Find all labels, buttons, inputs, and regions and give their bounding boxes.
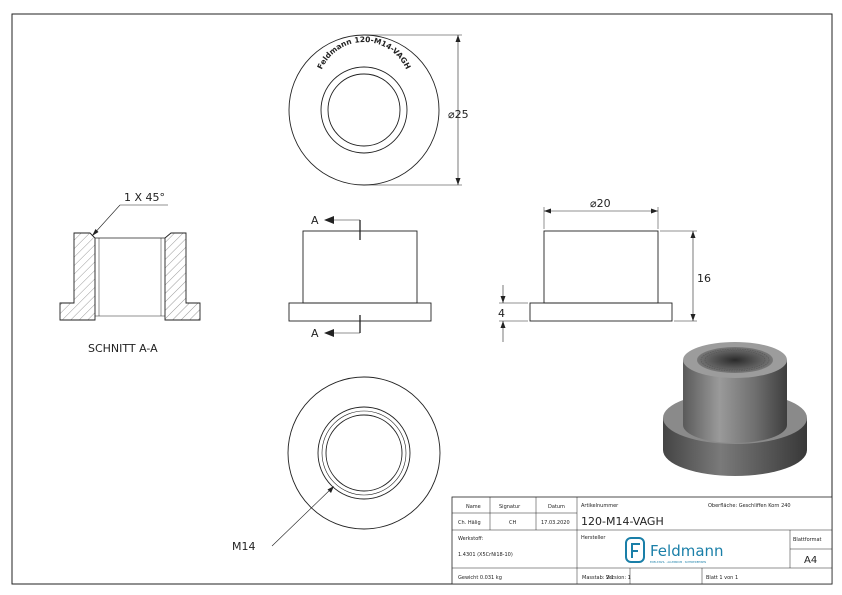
diameter-25-label: ⌀25 [448,108,469,121]
tb-signature-header: Signatur [499,504,521,510]
side-view: ⌀20 16 4 [498,197,711,342]
tb-sheet: Blatt 1 von 1 [706,575,738,581]
chamfer-label: 1 X 45° [124,191,165,204]
tb-name: Ch. Hälig [458,520,481,526]
feldmann-logo: Feldmann EDELSTAHL · ALUMINIUM · SCHMIED… [625,537,724,564]
section-marker-bottom: A [311,327,319,340]
tb-format: A4 [804,555,817,566]
tb-format-label: Blattformat [793,537,822,543]
engraving-text: Feldmann 120-M14-VAGH [315,35,412,71]
section-view: 1 X 45° SCHNITT A-A [59,191,201,355]
diameter-20-label: ⌀20 [590,197,611,210]
tb-surface: Oberfläche: Geschliffen Korn 240 [708,503,791,509]
tb-material: 1.4301 (X5CrNi18-10) [458,552,513,558]
section-marker-top: A [311,214,319,227]
tb-name-header: Name [466,504,481,510]
section-label: SCHNITT A-A [88,342,158,355]
tb-weight: Gewicht 0.031 kg [458,575,502,581]
tb-scale: Masstab: 2:1 [582,575,614,581]
isometric-render [663,342,807,476]
tb-material-label: Werkstoff: [458,536,484,542]
tb-version: Version: 1 [606,575,631,581]
tb-date-header: Datum [548,504,565,510]
flange-4-label: 4 [498,307,505,320]
title-block: Name Signatur Datum Ch. Hälig CH 17.03.2… [451,496,833,585]
thread-label: M14 [232,540,256,553]
tb-article: 120-M14-VAGH [581,515,664,528]
tb-date: 17.03.2020 [541,520,570,526]
sheet-border [11,13,833,585]
height-16-label: 16 [697,272,711,285]
bottom-view: M14 [232,376,441,553]
tb-article-label: Artikelnummer [581,503,619,509]
tb-signature: CH [509,520,516,526]
top-view: Feldmann 120-M14-VAGH ⌀25 [288,34,469,186]
front-view: A A [288,214,432,340]
tb-manufacturer-label: Hersteller [581,535,606,541]
company-name: Feldmann [650,542,724,560]
company-tagline: EDELSTAHL · ALUMINIUM · SCHMIEDEEISEN [650,560,706,564]
